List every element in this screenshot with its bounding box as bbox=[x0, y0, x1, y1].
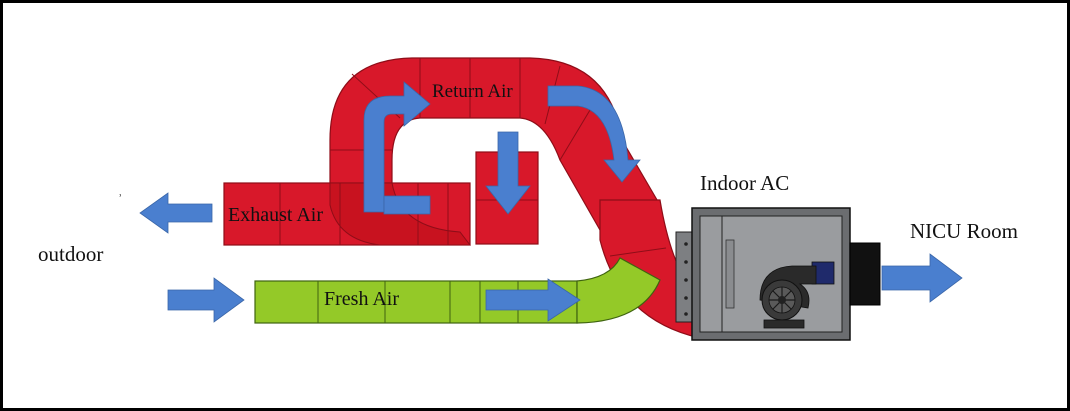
arrow-icon bbox=[139, 192, 213, 234]
arrow-icon bbox=[167, 277, 245, 323]
label-fresh-air: Fresh Air bbox=[324, 288, 399, 310]
arrow-icon bbox=[383, 195, 431, 215]
flow-arrows bbox=[139, 81, 963, 323]
arrow-icon bbox=[363, 81, 431, 213]
label-nicu-room: NICU Room bbox=[910, 219, 1018, 243]
ac-outlet bbox=[849, 242, 881, 306]
fan-icon bbox=[759, 261, 835, 329]
arrow-icon bbox=[485, 131, 531, 215]
indoor-ac-unit bbox=[675, 207, 881, 341]
fresh-duct-elbow bbox=[576, 257, 661, 324]
arrow-icon bbox=[485, 278, 581, 322]
stray-mark: ʾ bbox=[118, 193, 123, 208]
ac-flange-bolts bbox=[684, 242, 688, 316]
arrow-icon bbox=[881, 253, 963, 303]
label-return-air: Return Air bbox=[432, 81, 513, 102]
label-indoor-ac: Indoor AC bbox=[700, 171, 789, 195]
arrow-icon bbox=[547, 85, 641, 183]
label-outdoor: outdoor bbox=[38, 242, 103, 266]
fresh-air-duct bbox=[254, 257, 661, 324]
label-exhaust-air: Exhaust Air bbox=[228, 204, 323, 226]
